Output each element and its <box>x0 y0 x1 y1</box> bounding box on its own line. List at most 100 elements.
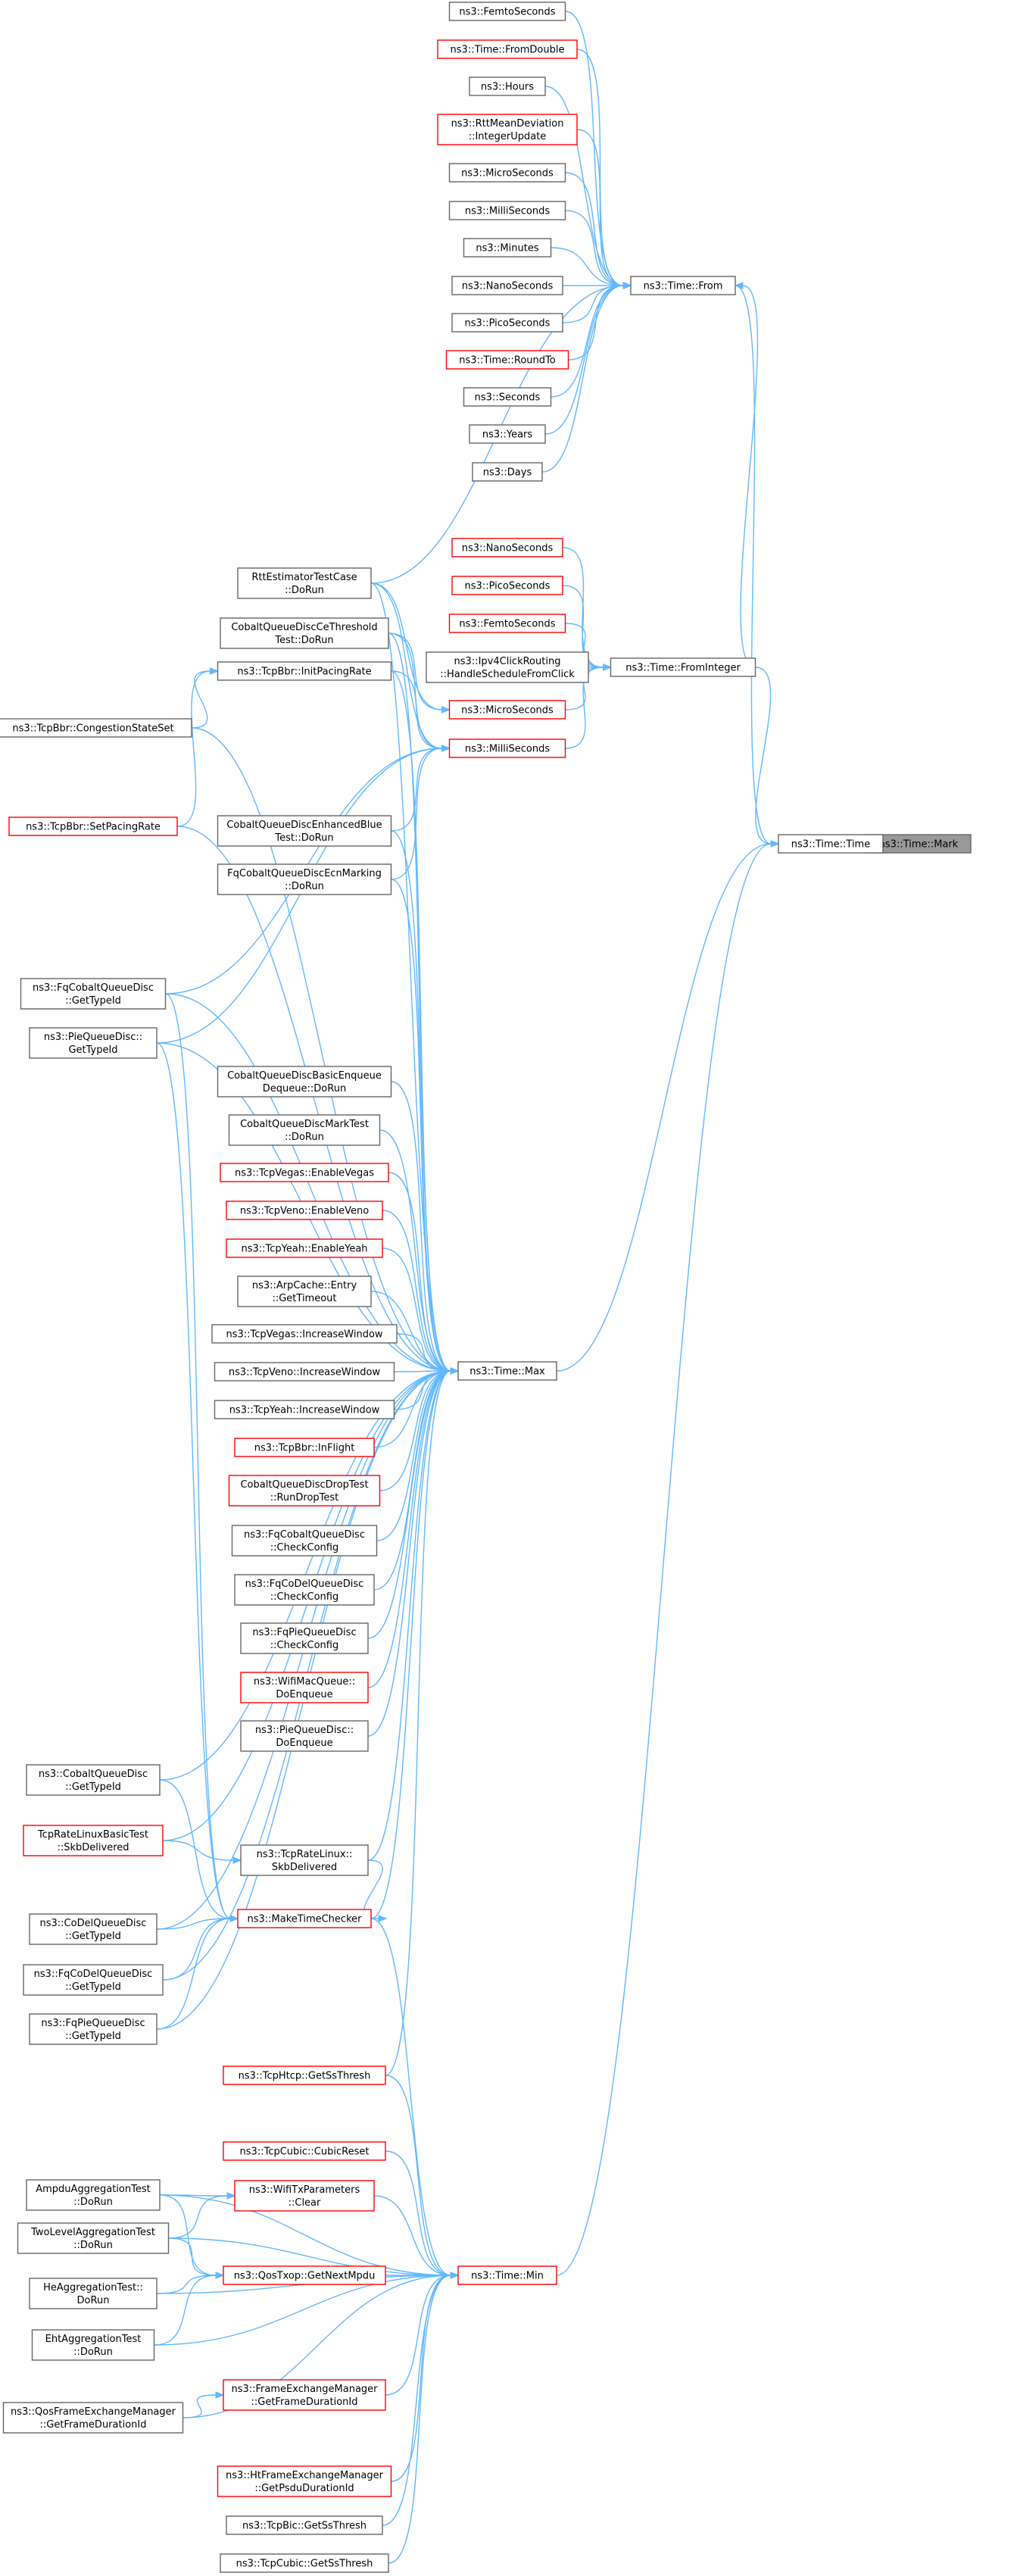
node-ehtagg[interactable]: EhtAggregationTest::DoRun <box>31 2329 155 2361</box>
node-qostxop[interactable]: ns3::QosTxop::GetNextMpdu <box>223 2265 386 2285</box>
node-box <box>26 2179 161 2211</box>
node-codelgt[interactable]: ns3::CoDelQueueDisc::GetTypeId <box>29 1913 158 1945</box>
node-cobaltgt[interactable]: ns3::CobaltQueueDisc::GetTypeId <box>26 1764 161 1796</box>
node-ampdu[interactable]: AmpduAggregationTest::DoRun <box>26 2179 161 2211</box>
node-femto2[interactable]: ns3::FemtoSeconds <box>448 614 566 633</box>
node-fqcobaltcc[interactable]: ns3::FqCobaltQueueDisc::CheckConfig <box>231 1525 378 1557</box>
node-max[interactable]: ns3::Time::Max <box>457 1361 557 1381</box>
node-bic[interactable]: ns3::TcpBic::GetSsThresh <box>226 2515 383 2535</box>
node-box <box>23 1964 164 1996</box>
node-label: ns3::PieQueueDisc:: <box>44 1032 142 1043</box>
node-label: ns3::TcpCubic::GetSsThresh <box>236 2559 373 2570</box>
node-box <box>237 1276 372 1307</box>
node-box <box>217 2465 392 2497</box>
node-fromdouble[interactable]: ns3::Time::FromDouble <box>437 39 578 59</box>
node-pieenq[interactable]: ns3::PieQueueDisc::DoEnqueue <box>240 1720 369 1752</box>
node-htcp[interactable]: ns3::TcpHtcp::GetSsThresh <box>223 2065 386 2085</box>
node-from[interactable]: ns3::Time::From <box>630 276 736 295</box>
node-label: ns3::Time::Max <box>469 1366 545 1378</box>
node-congstate[interactable]: ns3::TcpBbr::CongestionStateSet <box>0 718 192 738</box>
node-label: ::GetTypeId <box>65 1931 121 1942</box>
node-fqpiecc[interactable]: ns3::FqPieQueueDisc::CheckConfig <box>240 1622 369 1654</box>
node-label: ns3::CobaltQueueDisc <box>39 1769 148 1780</box>
node-label: ns3::TcpRateLinux:: <box>257 1849 353 1860</box>
node-milli2[interactable]: ns3::MilliSeconds <box>448 738 566 758</box>
node-nano1[interactable]: ns3::NanoSeconds <box>451 276 563 295</box>
node-seconds[interactable]: ns3::Seconds <box>463 387 552 407</box>
node-setpacing[interactable]: ns3::TcpBbr::SetPacingRate <box>8 817 178 836</box>
node-years[interactable]: ns3::Years <box>469 424 546 444</box>
edge-twolevel-to-wifitx <box>168 2195 228 2239</box>
node-initpacing[interactable]: ns3::TcpBbr::InitPacingRate <box>217 661 392 681</box>
node-label: ns3::FqCoDelQueueDisc <box>245 1578 364 1590</box>
node-qosfem[interactable]: ns3::QosFrameExchangeManager::GetFrameDu… <box>2 2402 184 2434</box>
edge-rttmean-to-from <box>576 129 624 286</box>
node-twolevel[interactable]: TwoLevelAggregationTest::DoRun <box>17 2222 170 2254</box>
node-fqpiegt[interactable]: ns3::FqPieQueueDisc::GetTypeId <box>29 2013 158 2045</box>
node-box <box>778 834 884 854</box>
node-label: ns3::TcpBbr::CongestionStateSet <box>12 723 173 735</box>
node-venoinc[interactable]: ns3::TcpVeno::IncreaseWindow <box>214 1362 395 1382</box>
node-label: DoEnqueue <box>276 1689 332 1700</box>
node-fqcobaltecn[interactable]: FqCobaltQueueDiscEcnMarking::DoRun <box>217 863 392 895</box>
node-heagg[interactable]: HeAggregationTest::DoRun <box>29 2278 158 2309</box>
node-fromint[interactable]: ns3::Time::FromInteger <box>610 657 756 677</box>
node-venoen[interactable]: ns3::TcpVeno::EnableVeno <box>226 1201 383 1220</box>
node-milli1[interactable]: ns3::MilliSeconds <box>448 201 566 220</box>
edge-fqcobaltecn-to-max <box>391 879 451 1372</box>
edge-cobaltce-to-max <box>388 632 451 1372</box>
node-minutes[interactable]: ns3::Minutes <box>463 238 552 258</box>
node-fqcodelcc[interactable]: ns3::FqCoDelQueueDisc::CheckConfig <box>234 1574 375 1606</box>
node-ipv4click[interactable]: ns3::Ipv4ClickRouting::HandleScheduleFro… <box>426 651 589 683</box>
node-vegasinc[interactable]: ns3::TcpVegas::IncreaseWindow <box>211 1324 398 1344</box>
node-yeahen[interactable]: ns3::TcpYeah::EnableYeah <box>226 1238 383 1258</box>
node-box <box>226 1201 383 1220</box>
node-label: ns3::TcpVegas::EnableVegas <box>235 1168 374 1179</box>
node-box <box>463 387 552 407</box>
node-cobaltbasic[interactable]: CobaltQueueDiscBasicEnqueueDequeue::DoRu… <box>217 1066 392 1098</box>
node-box <box>448 163 566 183</box>
node-min[interactable]: ns3::Time::Min <box>457 2265 557 2285</box>
node-femto1[interactable]: ns3::FemtoSeconds <box>448 2 566 21</box>
node-rttmean[interactable]: ns3::RttMeanDeviation::IntegerUpdate <box>437 114 578 145</box>
node-yeahinc[interactable]: ns3::TcpYeah::IncreaseWindow <box>214 1400 395 1419</box>
node-box <box>220 617 389 649</box>
arrowhead-twolevel-to-wifitx <box>226 2192 236 2200</box>
node-wifimacq[interactable]: ns3::WifiMacQueue::DoEnqueue <box>240 1672 369 1703</box>
node-cubicreset[interactable]: ns3::TcpCubic::CubicReset <box>223 2141 386 2161</box>
node-fqcodelgt[interactable]: ns3::FqCoDelQueueDisc::GetTypeId <box>23 1964 164 1996</box>
node-femdur[interactable]: ns3::FrameExchangeManager::GetFrameDurat… <box>223 2379 386 2411</box>
node-pico1[interactable]: ns3::PicoSeconds <box>451 313 563 333</box>
node-piegt[interactable]: ns3::PieQueueDisc::GetTypeId <box>29 1027 158 1059</box>
node-cobaltmark[interactable]: CobaltQueueDiscMarkTest::DoRun <box>228 1114 381 1146</box>
node-micro2[interactable]: ns3::MicroSeconds <box>448 700 566 720</box>
node-days[interactable]: ns3::Days <box>472 462 543 482</box>
node-inflight[interactable]: ns3::TcpBbr::InFlight <box>234 1438 375 1457</box>
node-tcprate[interactable]: TcpRateLinuxBasicTest::SkbDelivered <box>23 1825 164 1856</box>
node-rttest[interactable]: RttEstimatorTestCase::DoRun <box>237 567 372 599</box>
node-tcpratelin[interactable]: ns3::TcpRateLinux::SkbDelivered <box>240 1844 369 1876</box>
node-htfem[interactable]: ns3::HtFrameExchangeManager::GetPsduDura… <box>217 2465 392 2497</box>
node-wifitx[interactable]: ns3::WifiTxParameters::Clear <box>234 2180 375 2212</box>
node-maketc[interactable]: ns3::MakeTimeChecker <box>237 1909 372 1928</box>
edge-piegt-to-milli2 <box>156 748 442 1044</box>
edge-fqcodelgt-to-maketc <box>162 1918 231 1981</box>
node-box <box>445 350 569 370</box>
node-vegasen[interactable]: ns3::TcpVegas::EnableVegas <box>220 1163 389 1182</box>
node-label: ns3::FqPieQueueDisc <box>41 2018 145 2029</box>
node-cobaltdrop[interactable]: CobaltQueueDiscDropTest::RunDropTest <box>228 1475 381 1507</box>
node-pico2[interactable]: ns3::PicoSeconds <box>451 576 563 595</box>
node-micro1[interactable]: ns3::MicroSeconds <box>448 163 566 183</box>
node-hours[interactable]: ns3::Hours <box>469 76 546 96</box>
edge-days-to-from <box>541 285 624 473</box>
node-ctor[interactable]: ns3::Time::Time <box>778 834 884 854</box>
node-nano2[interactable]: ns3::NanoSeconds <box>451 538 563 557</box>
node-roundto[interactable]: ns3::Time::RoundTo <box>445 350 569 370</box>
node-fqcobaltgt[interactable]: ns3::FqCobaltQueueDisc::GetTypeId <box>20 978 167 1010</box>
node-arpentry[interactable]: ns3::ArpCache::Entry::GetTimeout <box>237 1276 372 1307</box>
node-label: ns3::FrameExchangeManager <box>231 2384 378 2395</box>
node-cubicss[interactable]: ns3::TcpCubic::GetSsThresh <box>220 2553 389 2573</box>
